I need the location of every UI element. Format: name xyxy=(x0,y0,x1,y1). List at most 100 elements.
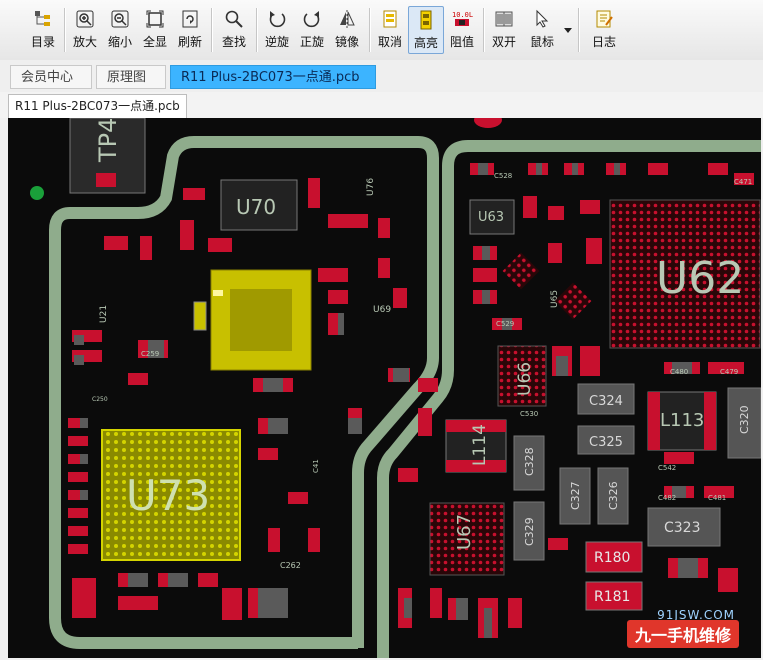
toolbar-label: 高亮 xyxy=(413,36,438,50)
cap-c328[interactable] xyxy=(513,435,545,491)
small-components-right-gray xyxy=(404,163,698,638)
toolbar-button-dual-open[interactable]: 双开 xyxy=(487,6,521,54)
label-c320: C320 xyxy=(738,405,751,434)
tree-icon xyxy=(32,8,54,30)
toolbar-button-zoom-in[interactable]: 放大 xyxy=(68,6,102,54)
label-u63: U63 xyxy=(478,210,504,225)
label-c530: C530 xyxy=(520,410,538,418)
chip-small-b[interactable] xyxy=(554,282,592,320)
toolbar-label: 目录 xyxy=(30,35,55,49)
pad-top xyxy=(474,118,502,128)
label-l113: L113 xyxy=(660,410,704,431)
chevron-down-icon[interactable] xyxy=(564,28,572,33)
label-r180: R180 xyxy=(594,550,630,566)
chip-u63[interactable] xyxy=(469,199,515,235)
toolbar-button-directory[interactable]: 目录 xyxy=(26,6,60,54)
label-c328: C328 xyxy=(523,447,536,476)
cap-c320[interactable] xyxy=(727,387,761,459)
chip-u66[interactable] xyxy=(497,345,547,407)
toolbar-button-resistance[interactable]: 10.0L 阻值 xyxy=(445,6,479,54)
resistor-r181[interactable] xyxy=(585,581,643,611)
cap-c327[interactable] xyxy=(559,467,591,525)
search-icon xyxy=(223,8,245,30)
toolbar-button-mirror[interactable]: 镜像 xyxy=(330,6,364,54)
highlight-icon xyxy=(415,9,437,31)
watermark-site: 91JSW.COM xyxy=(657,608,735,622)
resistance-icon: 10.0L xyxy=(451,8,473,30)
label-u66: U66 xyxy=(515,362,535,396)
tab-schematic[interactable]: 原理图 xyxy=(96,65,166,89)
label-u70: U70 xyxy=(236,195,276,219)
pcb-view[interactable]: TP4 U70 U73 U62 U67 U66 U63 U69 U21 U76 … xyxy=(8,118,761,658)
label-c262: C262 xyxy=(280,561,301,570)
main-toolbar: 目录 放大 缩小 全显 刷新 查找 xyxy=(0,0,763,61)
toolbar-button-zoom-out[interactable]: 缩小 xyxy=(103,6,137,54)
zoom-in-icon xyxy=(74,8,96,30)
dual-open-icon xyxy=(493,8,515,30)
log-icon xyxy=(593,8,615,30)
cap-c324[interactable] xyxy=(577,383,635,415)
document-tab[interactable]: R11 Plus-2BC073一点通.pcb xyxy=(8,94,187,118)
toolbar-button-search[interactable]: 查找 xyxy=(215,6,253,54)
chip-u73[interactable] xyxy=(101,429,241,561)
label-u76: U76 xyxy=(366,178,376,196)
toolbar-button-rotate-ccw[interactable]: 逆旋 xyxy=(260,6,294,54)
label-c259: C259 xyxy=(141,350,159,358)
toolbar-button-highlight[interactable]: 高亮 xyxy=(408,6,444,54)
tab-member-center[interactable]: 会员中心 xyxy=(10,65,92,89)
label-tp4: TP4 xyxy=(94,118,122,163)
toolbar-label: 日志 xyxy=(591,35,616,49)
mirror-icon xyxy=(336,8,358,30)
fit-all-icon xyxy=(144,8,166,30)
toolbar-label: 阻值 xyxy=(449,35,474,49)
label-c329: C329 xyxy=(523,517,536,546)
top-tab-bar: 会员中心 原理图 R11 Plus-2BC073一点通.pcb xyxy=(0,60,763,93)
toolbar-label: 鼠标 xyxy=(529,35,554,49)
chip-u70[interactable] xyxy=(220,179,298,231)
label-c41: C41 xyxy=(312,459,320,473)
toolbar-label: 取消 xyxy=(377,35,402,49)
toolbar-button-cancel[interactable]: 取消 xyxy=(373,6,407,54)
board-outline-right xyxy=(377,140,761,658)
watermark-logo: 九一手机维修 xyxy=(626,620,739,648)
toolbar-label: 查找 xyxy=(221,35,246,49)
toolbar-button-log[interactable]: 日志 xyxy=(587,6,621,54)
toolbar-button-rotate-cw[interactable]: 正旋 xyxy=(295,6,329,54)
label-u65: U65 xyxy=(550,290,560,308)
label-c250: C250 xyxy=(92,396,108,403)
toolbar-button-fit-all[interactable]: 全显 xyxy=(138,6,172,54)
label-c542: C542 xyxy=(658,464,676,472)
chip-small-a[interactable] xyxy=(502,252,540,290)
resistor-r180[interactable] xyxy=(585,541,643,573)
label-r181: R181 xyxy=(594,589,630,605)
toolbar-label: 全显 xyxy=(142,35,167,49)
cap-c326[interactable] xyxy=(597,467,629,525)
document-tab-bar: R11 Plus-2BC073一点通.pcb xyxy=(0,92,763,118)
board-outline-left-bottom xyxy=(49,230,358,649)
label-u69: U69 xyxy=(373,305,391,315)
label-c479: C479 xyxy=(720,368,738,376)
chip-u67[interactable] xyxy=(429,502,505,576)
toolbar-button-mouse[interactable]: 鼠标 xyxy=(524,6,560,54)
cancel-icon xyxy=(379,8,401,30)
toolbar-label: 镜像 xyxy=(334,35,359,49)
label-u62: U62 xyxy=(656,253,744,304)
toolbar-label: 放大 xyxy=(72,35,97,49)
label-c481: C481 xyxy=(708,494,726,502)
cap-c323[interactable] xyxy=(647,507,721,547)
cap-c325[interactable] xyxy=(577,425,635,455)
tab-pcb-file[interactable]: R11 Plus-2BC073一点通.pcb xyxy=(170,65,376,89)
pcb-canvas[interactable]: TP4 U70 U73 U62 U67 U66 U63 U69 U21 U76 … xyxy=(8,118,761,658)
label-c326: C326 xyxy=(607,481,620,510)
rotate-ccw-icon xyxy=(266,8,288,30)
board-outline-left xyxy=(49,136,439,648)
toolbar-label: 双开 xyxy=(491,35,516,49)
label-c480: C480 xyxy=(670,368,688,376)
chip-u62[interactable] xyxy=(609,199,761,349)
cap-c329[interactable] xyxy=(513,501,545,561)
label-c327: C327 xyxy=(569,481,582,510)
label-c323: C323 xyxy=(664,520,701,536)
label-u67: U67 xyxy=(454,514,475,550)
label-c471: C471 xyxy=(734,178,752,186)
toolbar-button-refresh[interactable]: 刷新 xyxy=(173,6,207,54)
